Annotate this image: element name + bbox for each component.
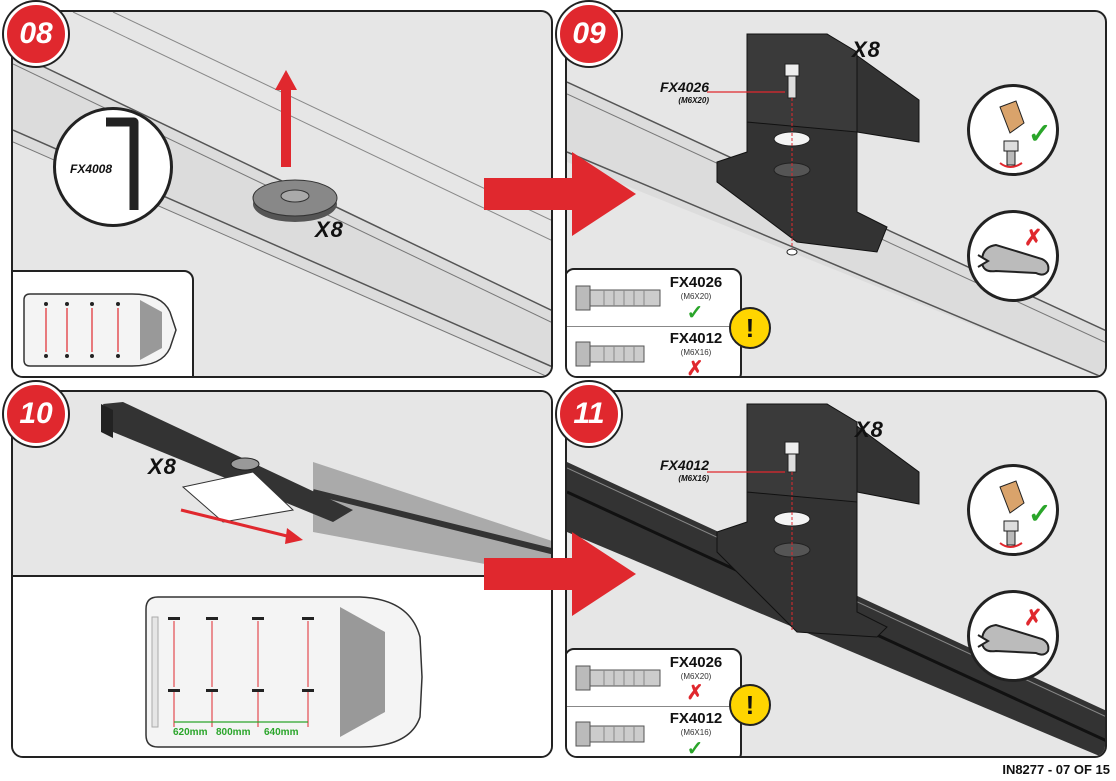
page-footer: IN8277 - 07 OF 15 bbox=[1002, 762, 1110, 777]
van-measurement-inset: 620mm 800mm 640mm bbox=[13, 575, 551, 756]
bolt-option-fx4012: FX4012 (M6X16) ✓ bbox=[567, 706, 740, 758]
warning-icon: ! bbox=[729, 307, 771, 349]
bolt-size: (M6X16) bbox=[680, 347, 712, 357]
bolt-icon bbox=[575, 665, 661, 691]
step-11-panel: X8 FX4012 (M6X16) ✓ ✗ FX4026 (M6X20) bbox=[565, 390, 1107, 758]
step-09-quantity: X8 bbox=[852, 37, 881, 62]
hand-tighten-icon bbox=[999, 480, 1025, 548]
bolt-icon bbox=[575, 285, 661, 311]
hand-tighten-callout: ✓ bbox=[967, 84, 1059, 176]
step-09-bolt-card: FX4026 (M6X20) ✓ FX4012 (M6X16) ✗ bbox=[567, 268, 742, 378]
check-icon: ✓ bbox=[1028, 118, 1052, 149]
step-09-bolt-label: FX4026 (M6X20) bbox=[659, 79, 709, 105]
van-top-view-icon bbox=[145, 596, 423, 748]
step-11-quantity: X8 bbox=[855, 417, 884, 442]
measurement-label: 640mm bbox=[264, 727, 299, 738]
wrench-icon bbox=[977, 243, 1050, 276]
step-08-quantity: X8 bbox=[315, 217, 344, 242]
bolt-option-fx4026: FX4026 (M6X20) ✗ bbox=[567, 650, 740, 707]
step-08-panel: X8 FX4008 bbox=[11, 10, 553, 378]
step-09-panel: X8 FX4026 (M6X20) ✓ ✗ FX4026 (M6X20) bbox=[565, 10, 1107, 378]
hand-tighten-icon bbox=[999, 100, 1025, 168]
bolt-option-fx4026: FX4026 (M6X20) ✓ bbox=[567, 270, 740, 327]
cross-icon: ✗ bbox=[686, 682, 704, 704]
bolt-code: FX4026 bbox=[669, 274, 723, 291]
hex-key-label: FX4008 bbox=[70, 162, 113, 176]
check-icon: ✓ bbox=[1028, 498, 1052, 529]
wrench-icon bbox=[977, 623, 1050, 656]
wrench-callout: ✗ bbox=[967, 210, 1059, 302]
step-11-bolt-label: FX4012 (M6X16) bbox=[659, 457, 709, 483]
measurement-label: 800mm bbox=[216, 727, 251, 738]
step-10-quantity: X8 bbox=[148, 454, 177, 479]
bolt-size: (M6X20) bbox=[680, 292, 712, 301]
bolt-icon bbox=[575, 721, 645, 746]
rail-insert-illustration bbox=[13, 392, 551, 577]
check-icon: ✓ bbox=[686, 302, 704, 324]
cross-icon: ✗ bbox=[1024, 225, 1043, 250]
step-10-badge: 10 bbox=[4, 382, 68, 446]
bolt-code: FX4012 bbox=[669, 329, 723, 347]
step-08-badge: 08 bbox=[4, 2, 68, 66]
bolt-size: (M6X20) bbox=[680, 672, 712, 681]
cross-icon: ✗ bbox=[686, 357, 704, 378]
bolt-option-fx4012: FX4012 (M6X16) ✗ bbox=[567, 326, 740, 378]
next-step-arrow-icon bbox=[484, 152, 636, 236]
warning-icon: ! bbox=[729, 684, 771, 726]
step-09-badge: 09 bbox=[557, 2, 621, 66]
step-10-panel: X8 620mm 800mm 640mm bbox=[11, 390, 553, 758]
van-top-view-icon bbox=[23, 293, 177, 367]
bolt-icon bbox=[575, 341, 645, 366]
bolt-code: FX4026 bbox=[669, 654, 723, 671]
check-icon: ✓ bbox=[686, 737, 704, 758]
step-11-badge: 11 bbox=[557, 382, 621, 446]
bolt-code: FX4012 bbox=[669, 709, 723, 727]
step-11-bolt-card: FX4026 (M6X20) ✗ FX4012 (M6X16) ✓ bbox=[567, 648, 742, 758]
cross-icon: ✗ bbox=[1024, 605, 1043, 630]
bolt-size: (M6X16) bbox=[680, 727, 712, 737]
hex-key-callout: FX4008 bbox=[53, 107, 173, 227]
wrench-callout: ✗ bbox=[967, 590, 1059, 682]
bracket-rail-illustration bbox=[567, 403, 1105, 756]
next-step-arrow-icon bbox=[484, 532, 636, 616]
van-top-view-inset bbox=[13, 270, 194, 376]
measurement-label: 620mm bbox=[173, 727, 208, 738]
hex-key-icon bbox=[106, 117, 139, 210]
hand-tighten-callout: ✓ bbox=[967, 464, 1059, 556]
